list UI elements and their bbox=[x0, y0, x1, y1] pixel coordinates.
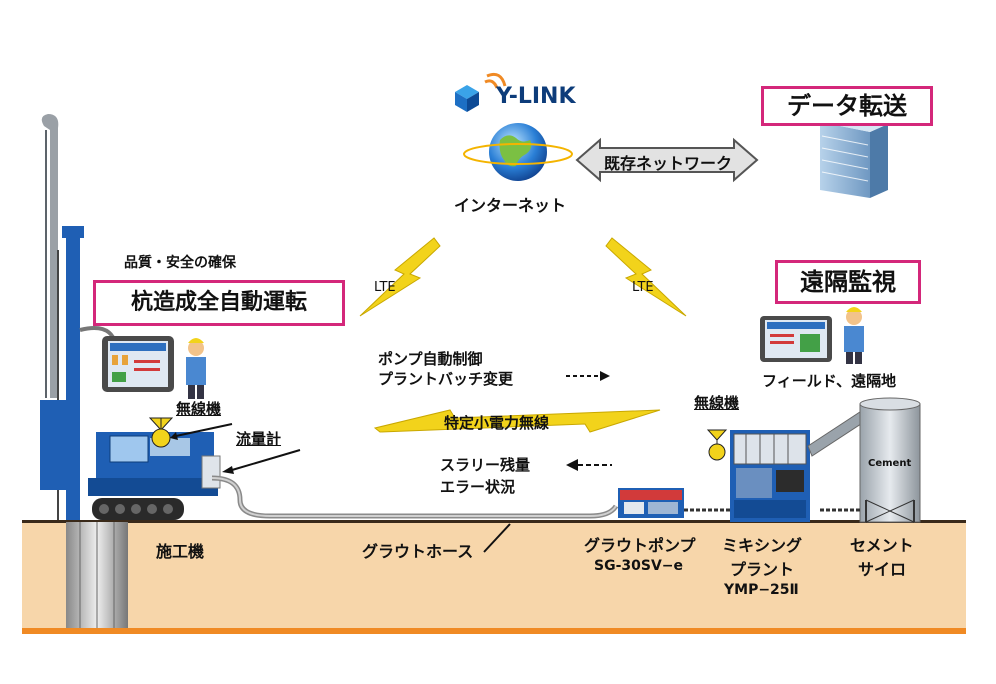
grout-pump-unit bbox=[618, 488, 684, 518]
pile-casing bbox=[66, 522, 128, 628]
ylink-logo-icon bbox=[455, 72, 507, 112]
pump-control-label-1: ポンプ自動制御 bbox=[378, 350, 483, 368]
slurry-remaining-label: スラリー残量 bbox=[440, 456, 531, 474]
lte-lightning-left-icon bbox=[359, 237, 441, 317]
cement-silo bbox=[859, 397, 921, 523]
ground-bottom-edge bbox=[22, 628, 966, 634]
network-label: 既存ネットワーク bbox=[604, 154, 733, 173]
pointer-radio-left bbox=[175, 423, 233, 437]
pointer-flowmeter-head bbox=[222, 466, 234, 474]
data-transfer-box: データ転送 bbox=[761, 86, 933, 126]
internet-label: インターネット bbox=[454, 196, 567, 215]
mixing-plant-label-1: ミキシング bbox=[722, 536, 803, 555]
radio-lightning-band-icon bbox=[373, 409, 661, 433]
worker-right-icon bbox=[844, 307, 864, 364]
lte-lightning-right-icon bbox=[605, 237, 687, 317]
network-arrow-icon bbox=[575, 137, 759, 183]
mixing-plant-unit bbox=[730, 430, 810, 522]
dashed-arrow-right-icon bbox=[566, 371, 610, 381]
radio-antenna-right-icon bbox=[706, 429, 728, 461]
low-power-radio-label: 特定小電力無線 bbox=[444, 414, 550, 432]
grout-pump-label: グラウトポンプ bbox=[584, 536, 696, 555]
field-remote-label: フィールド、遠隔地 bbox=[762, 372, 897, 390]
cement-silo-text: Cement bbox=[868, 458, 912, 469]
pointer-radio-left-head bbox=[170, 432, 178, 440]
pointer-flowmeter bbox=[231, 449, 301, 471]
cement-silo-label-1: セメント bbox=[850, 536, 914, 555]
ylink-brand-name: Y-LINK bbox=[496, 84, 576, 109]
ground-surface-line bbox=[22, 520, 966, 523]
grout-pump-model: SG-30SV−e bbox=[594, 558, 684, 574]
internet-globe-icon bbox=[463, 123, 573, 181]
tablet-left-icon bbox=[102, 336, 174, 392]
radio-right-label: 無線機 bbox=[694, 394, 740, 412]
lte-left-label: LTE bbox=[374, 280, 396, 295]
error-status-label: エラー状況 bbox=[440, 478, 516, 496]
lte-right-label: LTE bbox=[632, 280, 654, 295]
quality-safety-label: 品質・安全の確保 bbox=[124, 255, 236, 271]
radio-antenna-left-icon bbox=[148, 417, 174, 448]
radio-left-label: 無線機 bbox=[176, 400, 222, 418]
pump-control-label-2: プラントバッチ変更 bbox=[378, 370, 514, 388]
grout-hose bbox=[211, 475, 619, 519]
office-building-icon bbox=[820, 114, 888, 198]
remote-monitor-box: 遠隔監視 bbox=[775, 260, 921, 304]
machine-label: 施工機 bbox=[156, 542, 205, 561]
flowmeter-label: 流量計 bbox=[236, 430, 282, 448]
tablet-right-icon bbox=[760, 316, 832, 362]
auto-operation-box: 杭造成全自動運転 bbox=[93, 280, 345, 326]
arrow-left-icon bbox=[566, 459, 612, 471]
cement-silo-label-2: サイロ bbox=[858, 560, 907, 579]
worker-left-icon bbox=[186, 338, 206, 399]
mixing-plant-label-2: プラント bbox=[730, 560, 795, 579]
pointer-hose bbox=[483, 523, 511, 553]
grout-hose-highlight bbox=[211, 477, 617, 517]
pile-driver-machine bbox=[40, 114, 221, 520]
mixing-plant-model: YMP−25Ⅱ bbox=[724, 582, 799, 598]
grout-hose-label: グラウトホース bbox=[362, 542, 474, 561]
